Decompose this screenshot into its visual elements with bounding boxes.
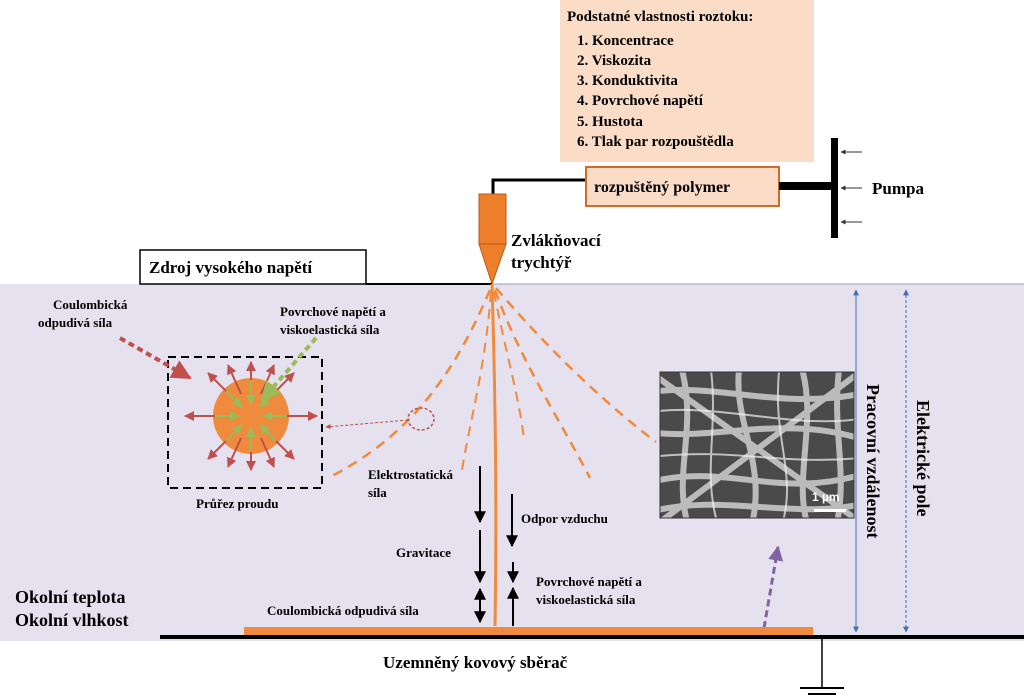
collector-label: Uzemněný kovový sběrač [383, 653, 568, 672]
main-jet [490, 283, 498, 627]
coulomb-label: odpudivá síla [38, 315, 113, 330]
electrostatic-label: Elektrostatická [368, 467, 453, 482]
property-item: 6. Tlak par rozpouštědla [577, 134, 734, 150]
sem-pointer-arrow [762, 545, 784, 629]
polymer-syringe [585, 166, 780, 207]
polymer-label: rozpuštěný polymer [594, 179, 730, 196]
fiber-deposit [244, 627, 813, 635]
jet-envelope [461, 291, 492, 471]
surface-visco-label: viskoelastická síla [280, 322, 380, 337]
jet-envelope [493, 289, 592, 479]
gravity-label: Gravitace [396, 545, 451, 560]
property-item: 3. Konduktivita [577, 73, 678, 89]
surface-visco-label-2: Povrchové napětí a [536, 574, 642, 589]
jet-envelope [493, 291, 525, 441]
electrostatic-label: síla [368, 485, 387, 500]
pump-label: Pumpa [872, 179, 924, 198]
ambient-label: Okolní teplota [15, 587, 126, 607]
spinneret-tip [478, 243, 507, 286]
jet-envelope [495, 287, 657, 443]
surface-force-arrows [215, 380, 287, 452]
properties-box [560, 0, 814, 162]
ambient-label: Okolní vlhkost [15, 610, 129, 630]
electric-field-label: Elektrické pole [913, 400, 933, 516]
hv-source-label: Zdroj vysokého napětí [149, 258, 312, 277]
jet-envelope [331, 289, 492, 478]
surface-visco-label: Povrchové napětí a [280, 304, 386, 319]
surface-visco-label-2: viskoelastická síla [536, 592, 636, 607]
coulomb-full-label: Coulombická odpudivá síla [267, 603, 419, 618]
spinneret-label: Zvlákňovací [511, 231, 601, 250]
zoom-pointer [325, 419, 409, 430]
property-item: 5. Hustota [577, 114, 643, 130]
coulomb-label-arrow [119, 336, 192, 380]
coulomb-label: Coulombická [53, 297, 128, 312]
property-item: 4. Povrchové napětí [577, 93, 704, 109]
feed-tube [491, 178, 586, 194]
surface-label-arrow [260, 336, 318, 402]
plunger-plate [831, 138, 838, 238]
properties-title: Podstatné vlastnosti roztoku: [567, 9, 753, 25]
air-resistance-label: Odpor vzduchu [521, 511, 608, 526]
hv-source-box [139, 249, 367, 285]
sem-image [659, 371, 855, 519]
scale-bar-label: 1 µm [812, 490, 840, 504]
spinneret-label: trychtýř [511, 253, 572, 272]
property-item: 2. Viskozita [577, 53, 652, 69]
cross-section-label: Průřez proudu [196, 496, 278, 511]
property-item: 1. Koncentrace [577, 33, 674, 49]
zoom-circle [407, 407, 435, 431]
plunger-rod [779, 182, 835, 190]
working-distance-label: Pracovní vzdálenost [863, 384, 883, 539]
spinneret-body [478, 193, 507, 245]
scale-bar [814, 509, 846, 512]
